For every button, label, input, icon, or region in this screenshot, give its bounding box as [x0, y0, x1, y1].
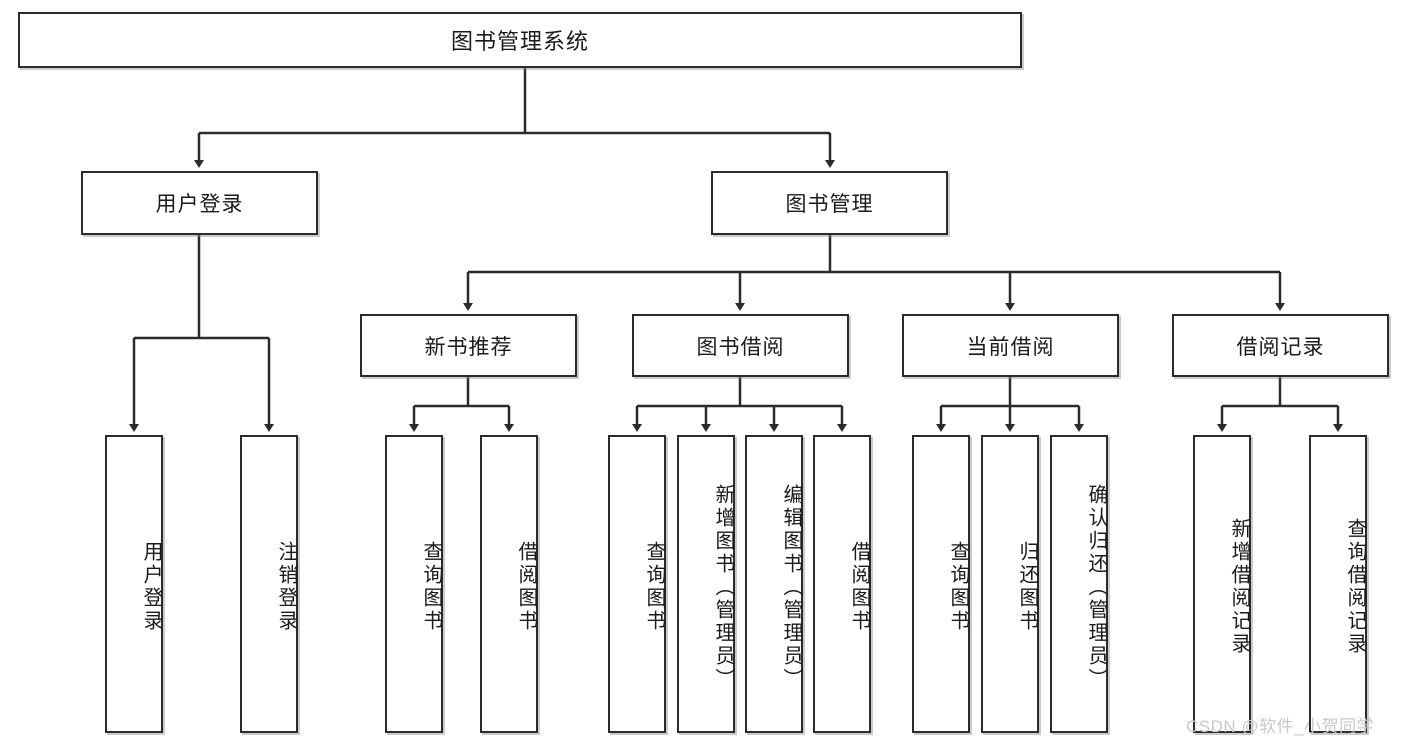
node-root-label: 图书管理系统 [450, 29, 589, 54]
leaf-user-login-signin-label: 用户登录 [140, 541, 162, 633]
leaf-current-return-book[interactable]: 归还图书 [981, 435, 1039, 733]
leaf-current-return-book-label: 归还图书 [1016, 541, 1038, 633]
watermark: CSDN @软件_小贺同学 [1186, 717, 1375, 736]
leaf-user-login-signout-label: 注销登录 [275, 541, 297, 633]
leaf-borrow-edit-book[interactable]: 编辑图书（管理员） [745, 435, 803, 733]
node-user-login[interactable]: 用户登录 [81, 171, 318, 235]
leaf-current-confirm-return-label: 确认归还（管理员） [1085, 483, 1107, 691]
node-new-book-recommend[interactable]: 新书推荐 [360, 314, 577, 377]
leaf-borrow-borrow-book-label: 借阅图书 [848, 541, 870, 633]
leaf-borrow-add-book-label: 新增图书（管理员） [712, 483, 734, 691]
leaf-recommend-borrow-book-label: 借阅图书 [515, 541, 537, 633]
node-current-borrow-label: 当前借阅 [966, 335, 1055, 359]
node-new-book-recommend-label: 新书推荐 [424, 335, 513, 359]
leaf-recommend-query-book-label: 查询图书 [420, 541, 442, 633]
leaf-borrow-query-book[interactable]: 查询图书 [608, 435, 666, 733]
leaf-user-login-signin[interactable]: 用户登录 [105, 435, 163, 733]
node-book-manage[interactable]: 图书管理 [711, 171, 948, 235]
leaf-current-confirm-return[interactable]: 确认归还（管理员） [1050, 435, 1108, 733]
node-user-login-label: 用户登录 [155, 193, 244, 216]
leaf-record-add-record-label: 新增借阅记录 [1228, 518, 1250, 656]
node-book-borrow[interactable]: 图书借阅 [632, 314, 849, 377]
leaf-user-login-signout[interactable]: 注销登录 [240, 435, 298, 733]
leaf-recommend-borrow-book[interactable]: 借阅图书 [480, 435, 538, 733]
node-root-system[interactable]: 图书管理系统 [18, 12, 1022, 68]
leaf-borrow-edit-book-label: 编辑图书（管理员） [780, 483, 802, 691]
leaf-current-query-book[interactable]: 查询图书 [912, 435, 970, 733]
node-current-borrow[interactable]: 当前借阅 [902, 314, 1119, 377]
leaf-borrow-borrow-book[interactable]: 借阅图书 [813, 435, 871, 733]
leaf-current-query-book-label: 查询图书 [947, 541, 969, 633]
leaf-record-query-record[interactable]: 查询借阅记录 [1309, 435, 1367, 733]
leaf-borrow-add-book[interactable]: 新增图书（管理员） [677, 435, 735, 733]
node-book-borrow-label: 图书借阅 [696, 335, 785, 359]
leaf-recommend-query-book[interactable]: 查询图书 [385, 435, 443, 733]
node-borrow-record[interactable]: 借阅记录 [1172, 314, 1389, 377]
node-borrow-record-label: 借阅记录 [1236, 335, 1325, 359]
leaf-record-add-record[interactable]: 新增借阅记录 [1193, 435, 1251, 733]
leaf-record-query-record-label: 查询借阅记录 [1344, 518, 1366, 656]
leaf-borrow-query-book-label: 查询图书 [643, 541, 665, 633]
node-book-manage-label: 图书管理 [785, 193, 874, 216]
